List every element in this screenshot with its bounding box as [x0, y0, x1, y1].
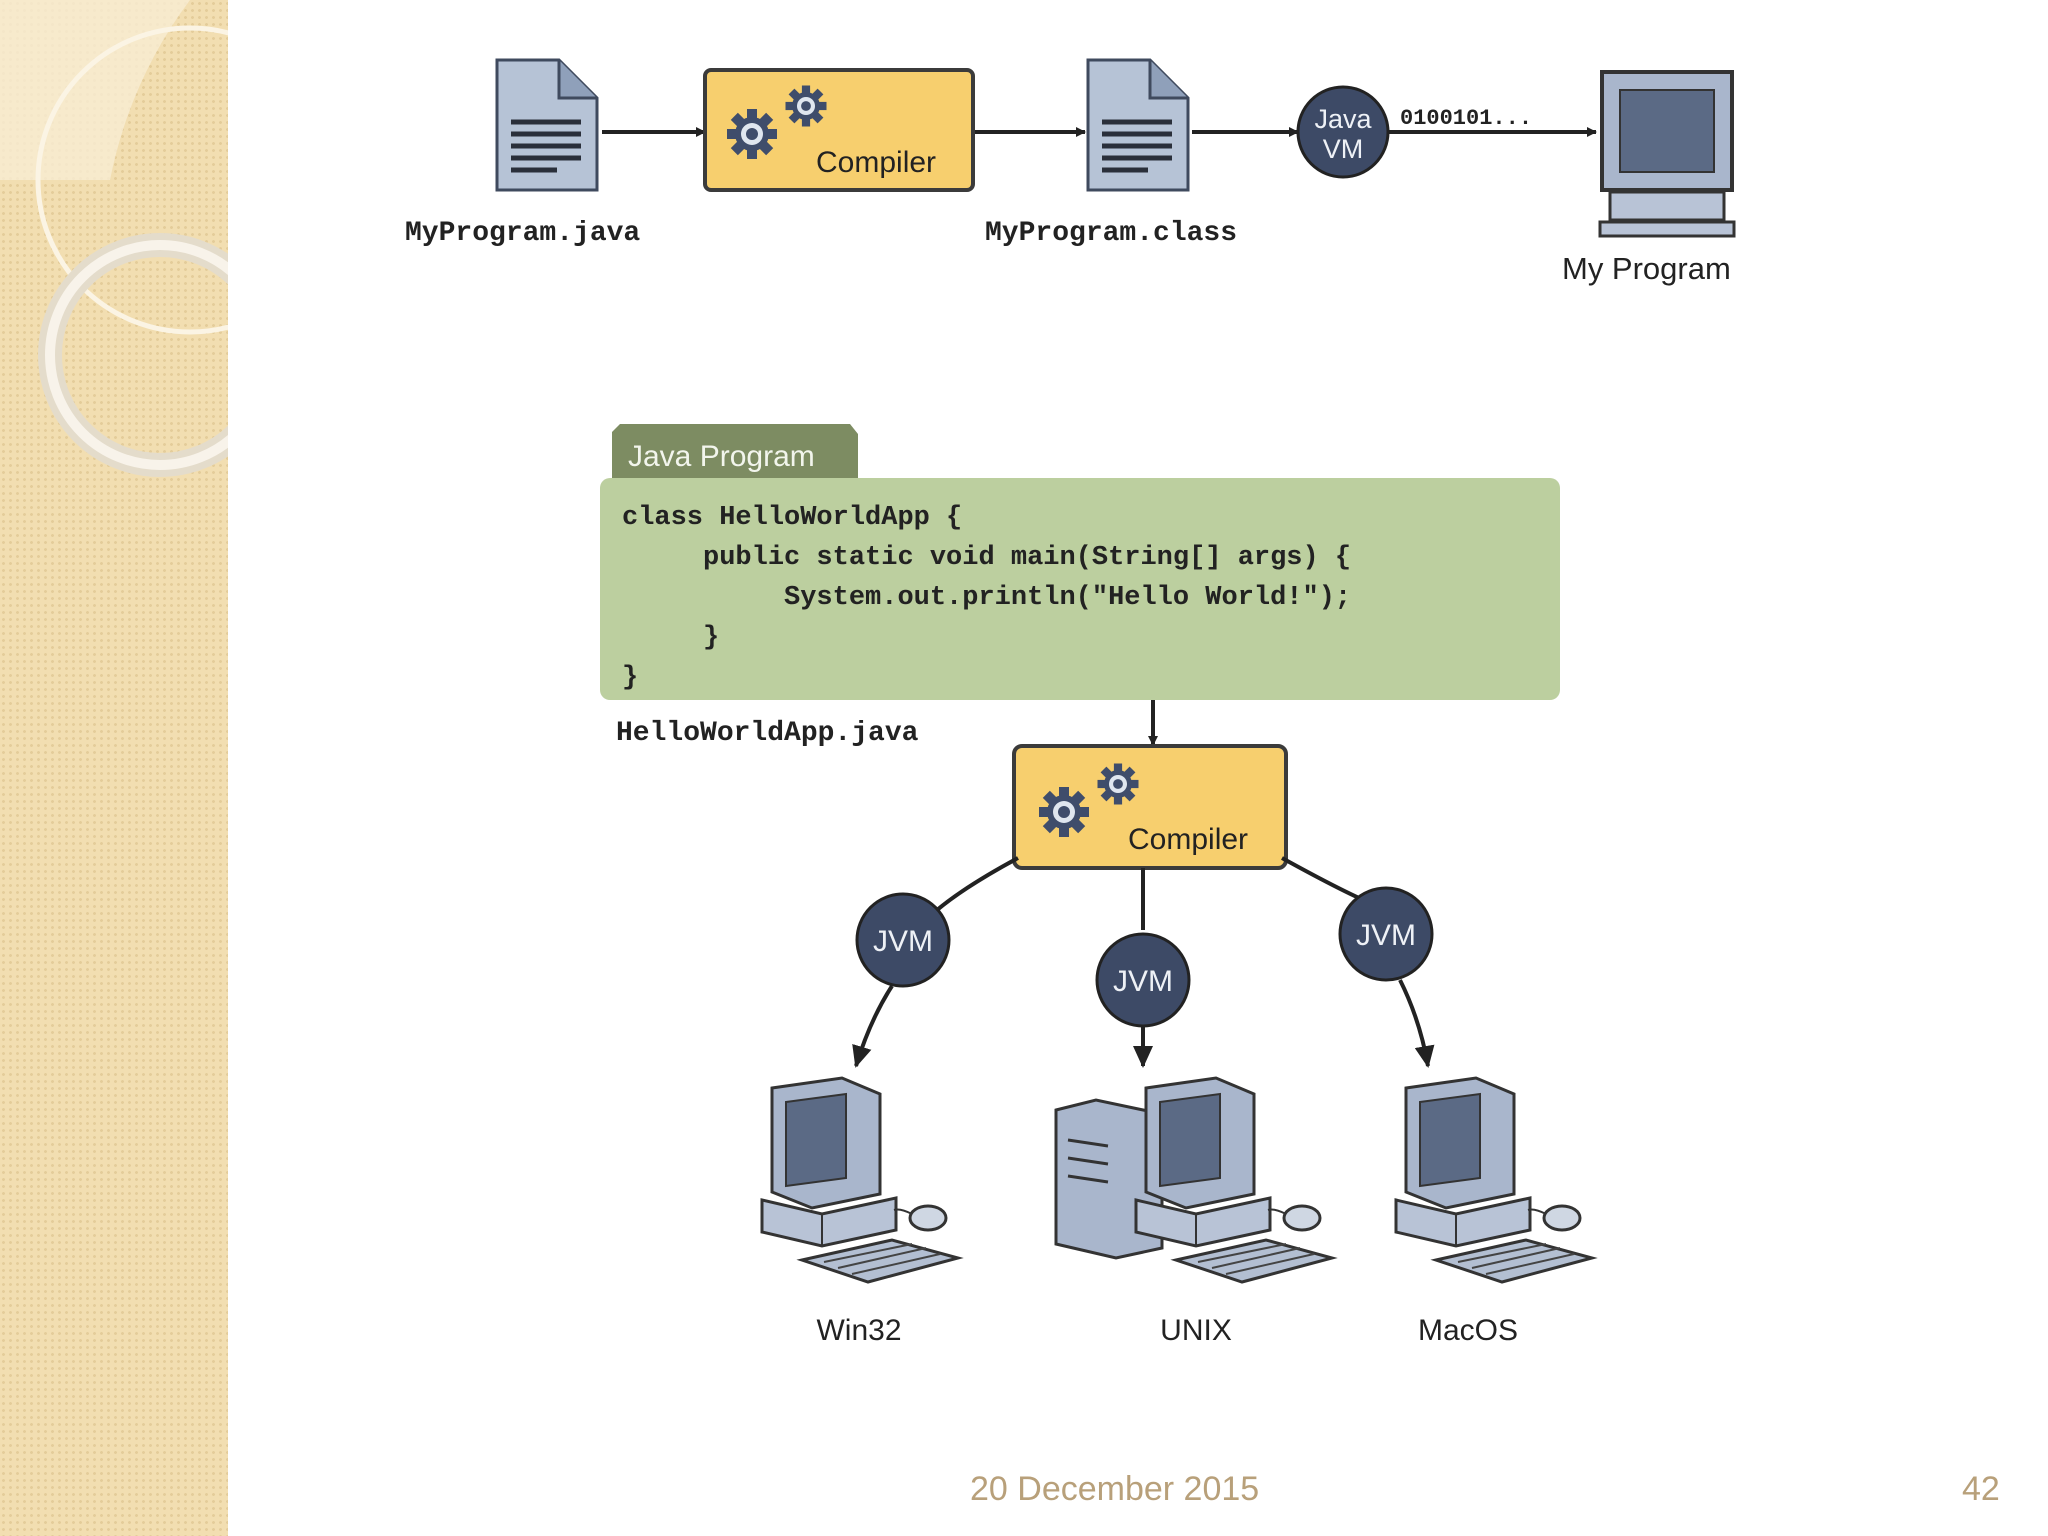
gear-icon: [1097, 763, 1139, 805]
platform-label-win32: Win32: [816, 1314, 901, 1347]
code-line: }: [622, 623, 719, 653]
page-number: 42: [1962, 1470, 2000, 1508]
java-program-tab-label: Java Program: [628, 440, 815, 473]
arrow-icon: [1398, 979, 1435, 1068]
binary-text: 0100101...: [1400, 106, 1532, 131]
java-program-tab: [612, 424, 858, 478]
gear-icon: [1039, 787, 1089, 837]
vm-label-line2: VM: [1323, 134, 1364, 164]
platform-label-unix: UNIX: [1160, 1314, 1232, 1347]
code-line: public static void main(String[] args) {: [622, 543, 1351, 573]
decorative-sidebar: [0, 0, 228, 1536]
source-file-label: MyProgram.java: [405, 218, 640, 249]
branch-line: [1281, 856, 1369, 904]
code-line: class HelloWorldApp {: [622, 503, 962, 533]
gear-icon: [727, 109, 777, 159]
computer-icon: [1598, 70, 1736, 238]
source-file-icon: [497, 60, 597, 190]
compiler-box: [703, 68, 975, 192]
jvm-label: JVM: [1356, 919, 1416, 952]
code-line: }: [622, 663, 638, 693]
compiler-label-2: Compiler: [1128, 823, 1248, 856]
jvm-label: JVM: [1113, 965, 1173, 998]
code-box: [600, 478, 1560, 700]
code-line: System.out.println("Hello World!");: [622, 583, 1351, 613]
arrow-icon: [852, 984, 894, 1068]
jvm-circle: [1338, 886, 1434, 982]
platform-label-macos: MacOS: [1418, 1314, 1518, 1347]
computer-icon: [1394, 1076, 1594, 1284]
decorative-rings-icon: [0, 0, 228, 477]
gear-icon: [785, 85, 827, 127]
footer-date: 20 December 2015: [970, 1470, 1260, 1508]
compiler-box: [1012, 744, 1288, 870]
vm-label-line1: Java: [1314, 104, 1372, 134]
program-label: My Program: [1562, 251, 1731, 286]
jvm-label: JVM: [873, 925, 933, 958]
class-file-icon: [1088, 60, 1188, 190]
computer-icon: [1134, 1076, 1334, 1284]
compiler-label: Compiler: [816, 146, 936, 179]
jvm-circle: [855, 892, 951, 988]
computer-icon: [760, 1076, 960, 1284]
hello-file-label: HelloWorldApp.java: [616, 718, 919, 749]
class-file-label: MyProgram.class: [985, 218, 1237, 249]
